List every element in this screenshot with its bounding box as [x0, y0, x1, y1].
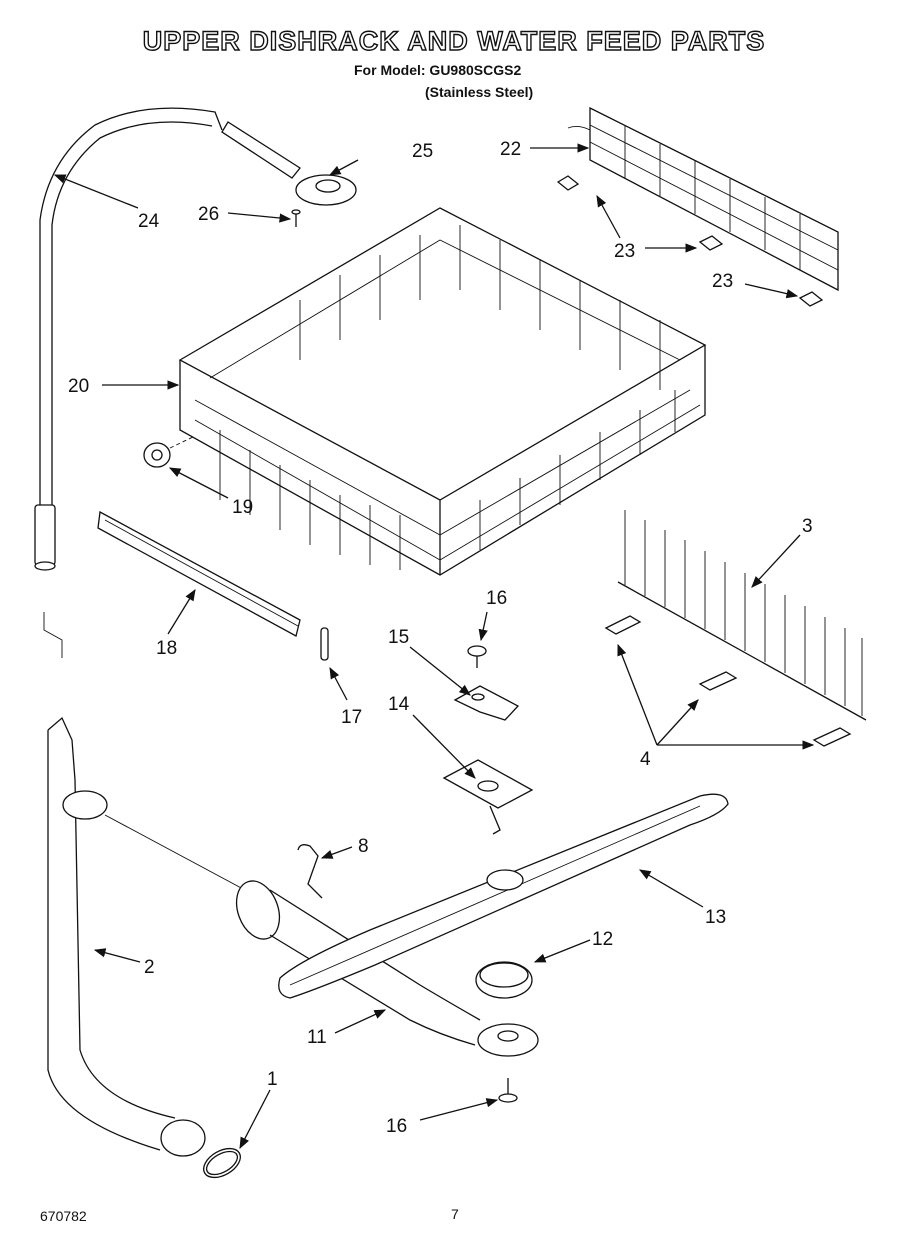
- part-17-pin: [320, 627, 329, 661]
- part-23-clips: [556, 175, 824, 307]
- model-line: For Model: GU980SCGS2: [354, 62, 522, 78]
- part-19-wheel: [143, 435, 196, 468]
- callout-26: 26: [198, 204, 219, 225]
- callout-22: 22: [500, 139, 521, 160]
- part-24-feed-tube: [34, 107, 223, 571]
- part-18-rail: [97, 510, 301, 637]
- callout-23-c: 23: [712, 271, 733, 292]
- part-1-oring: [203, 1147, 241, 1179]
- callout-1: 1: [267, 1069, 278, 1090]
- callout-12: 12: [592, 929, 613, 950]
- callout-15: 15: [388, 627, 409, 648]
- part-14-bracket: [442, 759, 534, 835]
- callout-labels: 25 24 26 22 23 23 23 20 19 18 17 16 15 1…: [68, 139, 813, 1137]
- part-3-tine-row: [617, 510, 867, 721]
- part-2-conduit: [47, 716, 246, 1157]
- part-12-ring: [475, 961, 533, 999]
- part-11-lower-tube: [235, 880, 539, 1057]
- callout-16-lower: 16: [386, 1116, 407, 1137]
- callout-19: 19: [232, 497, 253, 518]
- callout-8: 8: [358, 836, 369, 857]
- page-title: UPPER DISHRACK AND WATER FEED PARTS: [142, 25, 766, 56]
- part-16-screw-upper: [467, 645, 487, 668]
- part-4-clips: [604, 615, 852, 747]
- part-8-clip: [297, 844, 323, 899]
- callout-11: 11: [307, 1027, 327, 1048]
- leader-lines: [53, 143, 815, 1150]
- part-20-dishrack: [178, 207, 707, 576]
- part-26-screw: [291, 209, 301, 227]
- page-number: 7: [451, 1206, 459, 1222]
- callout-20: 20: [68, 376, 89, 397]
- callout-17: 17: [341, 707, 362, 728]
- callout-24: 24: [138, 211, 160, 232]
- part-13-spray-arm: [278, 793, 729, 999]
- callout-18: 18: [156, 638, 177, 659]
- callout-23-a: 23: [614, 241, 635, 262]
- finish-line: (Stainless Steel): [425, 84, 534, 100]
- callout-4: 4: [640, 749, 651, 770]
- callout-3: 3: [802, 516, 813, 537]
- callout-16-upper: 16: [486, 588, 507, 609]
- part-16-screw-lower: [498, 1078, 518, 1103]
- callout-25: 25: [412, 141, 433, 162]
- rack-stop-fragment: [43, 612, 63, 658]
- part-25-upper-spray: [221, 121, 357, 206]
- callout-2: 2: [144, 957, 155, 978]
- footer-code: 670782: [40, 1208, 87, 1224]
- part-22-grid-panel: [567, 106, 839, 292]
- callout-14: 14: [388, 694, 410, 715]
- callout-13: 13: [705, 907, 726, 928]
